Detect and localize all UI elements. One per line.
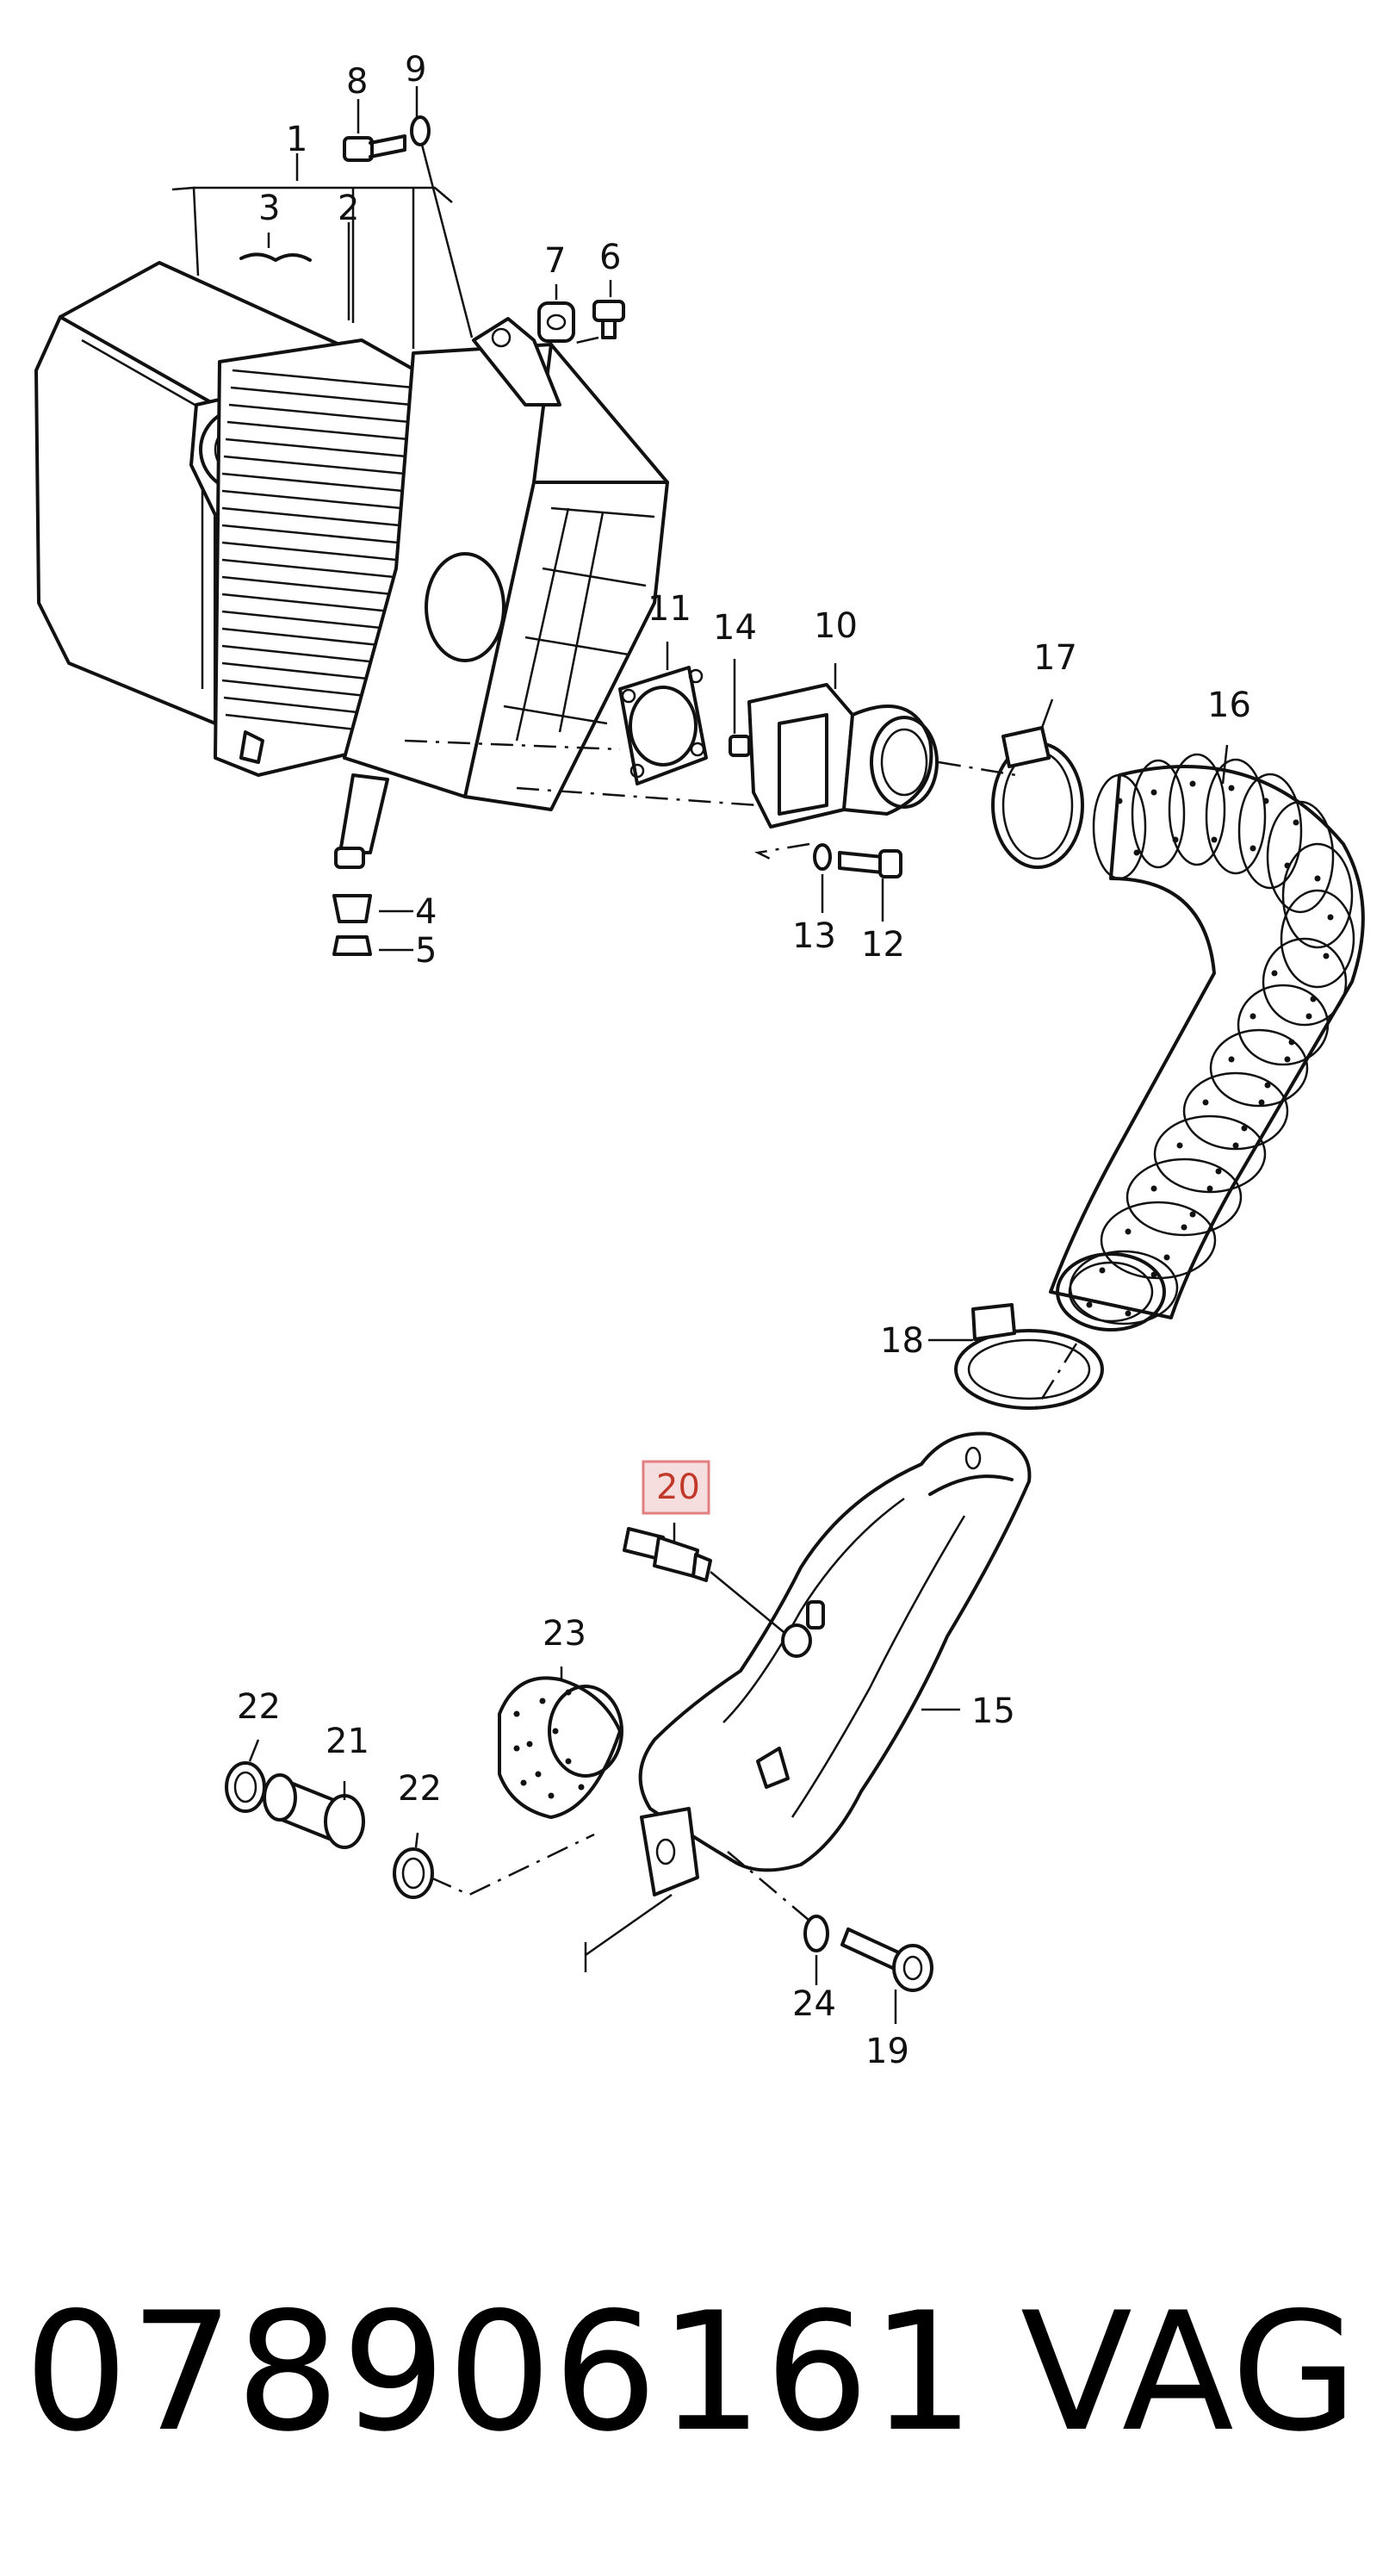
- callout-15: 15: [971, 1691, 1015, 1731]
- callout-18: 18: [880, 1321, 924, 1361]
- callout-11: 11: [648, 589, 691, 629]
- callout-1: 1: [286, 120, 307, 159]
- callout-16: 16: [1207, 686, 1251, 725]
- callout-20: 20: [656, 1468, 700, 1507]
- part-number: 078906161: [24, 2277, 977, 2467]
- bolt-and-washer: [727, 1851, 933, 1992]
- callout-23: 23: [543, 1614, 586, 1654]
- callout-6: 6: [599, 238, 621, 277]
- intake-temperature-sensor: [623, 1527, 784, 1633]
- intake-duct: [584, 1431, 1032, 1972]
- brand-name: VAG: [1020, 2277, 1358, 2467]
- callout-24: 24: [792, 1984, 836, 2024]
- air-filter-housing: [34, 186, 669, 869]
- callout-9: 9: [405, 50, 426, 90]
- callout-leader-lines: [248, 86, 1229, 2024]
- callout-13: 13: [792, 916, 836, 956]
- exploded-parts-diagram: 1 2 3 4 5 6 7 8 9 10 11 12 13 14 15 16 1…: [34, 50, 1365, 2071]
- callout-10: 10: [814, 606, 858, 646]
- perforated-ring: [498, 1676, 623, 1819]
- callout-8: 8: [346, 62, 368, 102]
- highlight-box: [642, 1460, 710, 1515]
- callout-17: 17: [1033, 638, 1077, 678]
- connecting-pipe-and-seals: [225, 1761, 595, 1899]
- callout-numbers: 1 2 3 4 5 6 7 8 9 10 11 12 13 14 15 16 1…: [237, 50, 1251, 2071]
- hardware-items: [239, 115, 625, 956]
- air-mass-meter-assembly: [404, 666, 1017, 878]
- callout-12: 12: [861, 925, 905, 965]
- callout-3: 3: [258, 189, 280, 228]
- callout-19: 19: [865, 2032, 909, 2071]
- callout-21: 21: [326, 1722, 369, 1761]
- callout-4: 4: [415, 892, 437, 932]
- callout-5: 5: [415, 931, 437, 971]
- callout-22a: 22: [237, 1687, 281, 1727]
- hose-clamps: [954, 726, 1104, 1410]
- callout-2: 2: [338, 189, 359, 228]
- callout-7: 7: [544, 241, 566, 281]
- corrugated-intake-hose: [1032, 753, 1365, 1413]
- callout-14: 14: [713, 608, 757, 648]
- callout-22b: 22: [398, 1769, 442, 1809]
